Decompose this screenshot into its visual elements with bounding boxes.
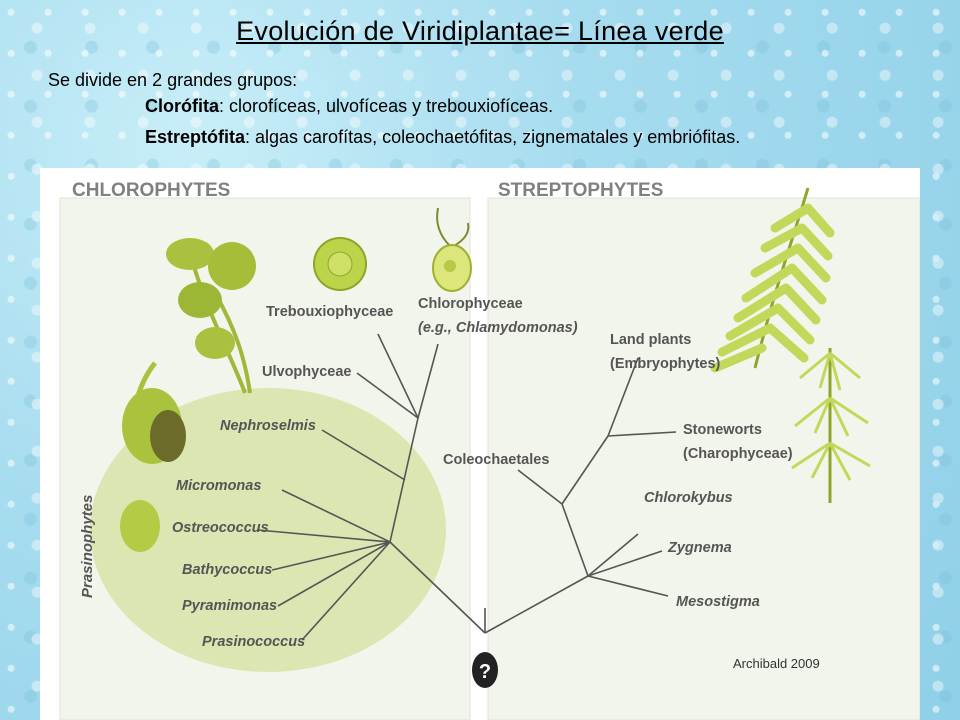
branch-bathycoccus — [271, 541, 391, 571]
taxon-label: Pyramimonas — [182, 598, 277, 614]
taxon-label: Trebouxiophyceae — [266, 304, 393, 320]
branch-coleochaetales — [517, 469, 563, 505]
chara-illustration — [791, 348, 871, 503]
group-name: Estreptófita — [145, 127, 246, 147]
branch-land-plants — [607, 357, 639, 437]
taxon-label: (Charophyceae) — [683, 446, 793, 462]
credit-text: Archibald 2009 — [733, 656, 820, 671]
taxon-label: Zygnema — [667, 540, 732, 556]
group-streptophyta: Estreptófita: algas carofítas, coleochae… — [145, 127, 740, 148]
strepto-stem — [484, 575, 589, 634]
group-name: Clorófita — [145, 96, 219, 116]
taxon-label: Nephroselmis — [220, 418, 316, 434]
tree-branches — [257, 333, 677, 641]
ulva-illustration — [166, 238, 256, 394]
streptophyte-labels: Land plants (Embryophytes) Stoneworts (C… — [443, 332, 793, 610]
group-desc: : algas carofítas, coleochaetófitas, zig… — [245, 127, 741, 147]
page-title: Evolución de Viridiplantae= Línea verde — [236, 16, 724, 46]
group-desc: : clorofíceas, ulvofíceas y trebouxiofíc… — [219, 96, 554, 116]
chloro-stem — [389, 541, 486, 634]
branch-stoneworts — [607, 431, 677, 437]
prasinophytes-ellipse — [90, 388, 446, 672]
fern-illustration — [710, 187, 835, 373]
left-panel-title: CHLOROPHYTES — [72, 180, 230, 201]
taxon-label: (e.g., Chlamydomonas) — [418, 320, 578, 336]
intro-text: Se divide en 2 grandes grupos: — [48, 70, 298, 90]
taxon-label: Chlorophyceae — [418, 296, 523, 312]
branch-mesostigma — [587, 575, 669, 597]
clade-label-prasinophytes: Prasinophytes — [79, 495, 96, 598]
group-chlorophyta: Clorófita: clorofíceas, ulvofíceas y tre… — [145, 96, 553, 117]
branch-zygnema — [587, 550, 663, 577]
root-question-icon — [472, 652, 498, 688]
taxon-label: Coleochaetales — [443, 452, 549, 468]
taxon-label: Ostreococcus — [172, 520, 269, 536]
taxon-label: (Embryophytes) — [610, 356, 721, 372]
taxon-label: Stoneworts — [683, 422, 762, 438]
streptophytes-panel — [487, 197, 920, 720]
phylogeny-diagram: CHLOROPHYTES STREPTOPHYTES — [40, 168, 920, 720]
branch-chlorokybus — [587, 533, 639, 577]
right-panel-title: STREPTOPHYTES — [498, 180, 663, 201]
branch-micromonas — [281, 489, 391, 543]
upper-strepto-branch — [561, 435, 609, 505]
branch-prasinococcus — [301, 541, 391, 641]
taxon-label: Ulvophyceae — [262, 364, 351, 380]
trebouxia-illustration — [313, 237, 367, 291]
taxon-label: Bathycoccus — [182, 562, 272, 578]
branch-ulvophyceae — [356, 372, 419, 419]
taxon-label: Chlorokybus — [644, 490, 733, 506]
branch-nephroselmis — [321, 429, 406, 481]
chlamydomonas-illustration — [432, 207, 472, 292]
prasinophyte-illustration — [120, 361, 186, 552]
branch-ostreococcus — [257, 529, 391, 543]
core-strepto-branch — [561, 503, 589, 577]
taxon-label: Micromonas — [176, 478, 261, 494]
chlorophyte-labels: Trebouxiophyceae Chlorophyceae (e.g., Ch… — [172, 296, 578, 650]
taxon-label: Land plants — [610, 332, 691, 348]
phylogeny-svg: CHLOROPHYTES STREPTOPHYTES — [59, 180, 920, 720]
branch-pyramimonas — [277, 541, 391, 607]
root-question-mark: ? — [479, 661, 491, 683]
branch-trebouxiophyceae — [377, 333, 419, 419]
taxon-label: Prasinococcus — [202, 634, 305, 650]
taxon-label: Mesostigma — [676, 594, 760, 610]
branch-chlorophyceae — [417, 343, 439, 419]
